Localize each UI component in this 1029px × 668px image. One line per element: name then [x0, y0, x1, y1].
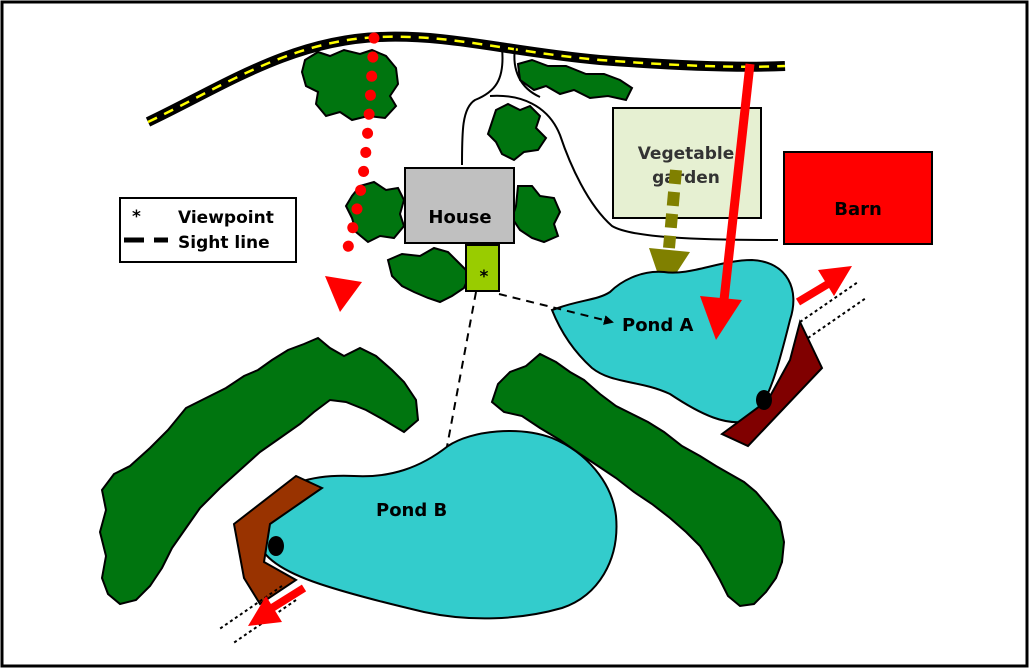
tree-cluster-north — [516, 58, 634, 102]
garden-label-line2: garden — [652, 168, 720, 188]
legend: * Viewpoint Sight line — [119, 197, 297, 263]
pond-b — [256, 430, 618, 620]
road — [145, 31, 786, 127]
tree-belt-west — [98, 336, 420, 606]
tree-belt-east — [490, 352, 786, 608]
olive-arrow — [649, 169, 690, 292]
tree-house-west — [344, 180, 406, 244]
tree-cluster-north-west — [300, 48, 400, 122]
legend-viewpoint-label: Viewpoint — [178, 208, 274, 228]
barn: Barn — [783, 151, 933, 245]
red-arrow-pond-b-exit — [248, 584, 307, 626]
legend-box — [119, 197, 297, 263]
pond-b-label: Pond B — [376, 500, 447, 521]
legend-sightline-label: Sight line — [178, 233, 270, 253]
house: House — [404, 167, 515, 244]
viewpoint-star: * — [480, 267, 489, 287]
garden-label-line1: Vegetable — [638, 144, 735, 164]
viewpoint-porch: * — [465, 244, 500, 292]
outlet-pond-b — [268, 536, 284, 556]
pond-a-label: Pond A — [622, 315, 694, 336]
tree-driveway — [486, 102, 548, 162]
sight-line-to-pond-b — [439, 291, 477, 470]
barn-label: Barn — [834, 199, 882, 220]
red-dotted-route — [325, 32, 380, 312]
house-label: House — [428, 207, 491, 228]
red-arrow-road-to-pond-a — [700, 63, 755, 340]
outlet-pond-a — [756, 390, 772, 410]
dam-pond-a — [720, 319, 824, 448]
sight-lines — [439, 291, 614, 470]
red-arrow-pond-a-exit — [795, 266, 852, 306]
sight-line-to-pond-a — [498, 293, 614, 325]
legend-viewpoint-symbol: * — [132, 207, 141, 227]
dam-pond-b — [232, 474, 325, 606]
tree-house-south — [386, 246, 472, 304]
